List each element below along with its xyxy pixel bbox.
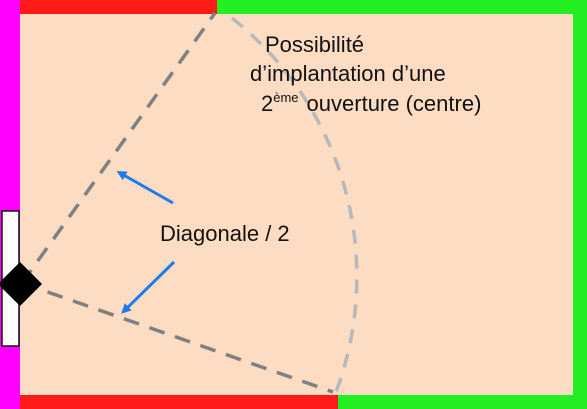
possibility-line-3: 2ème ouverture (centre)	[261, 90, 481, 116]
diamond-icon	[0, 262, 42, 306]
diagonal-label: Diagonale / 2	[160, 221, 290, 246]
wall-top-green	[217, 0, 587, 14]
possibility-line-3-suffix: ouverture (centre)	[307, 91, 482, 116]
wall-right-green	[573, 0, 587, 409]
possibility-line-1: Possibilité	[265, 32, 364, 57]
wall-top-red	[14, 0, 217, 14]
possibility-line-3-superscript: ème	[273, 90, 298, 105]
wall-left-magenta	[0, 0, 20, 409]
wall-bottom-red	[14, 395, 338, 409]
dashed-radius-top	[20, 11, 217, 285]
possibility-line-2: d’implantation d’une	[250, 61, 446, 86]
room-floor	[14, 7, 574, 402]
dashed-arc	[230, 16, 359, 393]
possibility-line-3-prefix: 2	[261, 91, 273, 116]
wall-bottom-green	[338, 395, 587, 409]
arrow-lower-left-icon	[121, 260, 176, 314]
arrow-upper-left-icon	[116, 171, 174, 205]
dashed-radius-bottom	[21, 281, 334, 394]
